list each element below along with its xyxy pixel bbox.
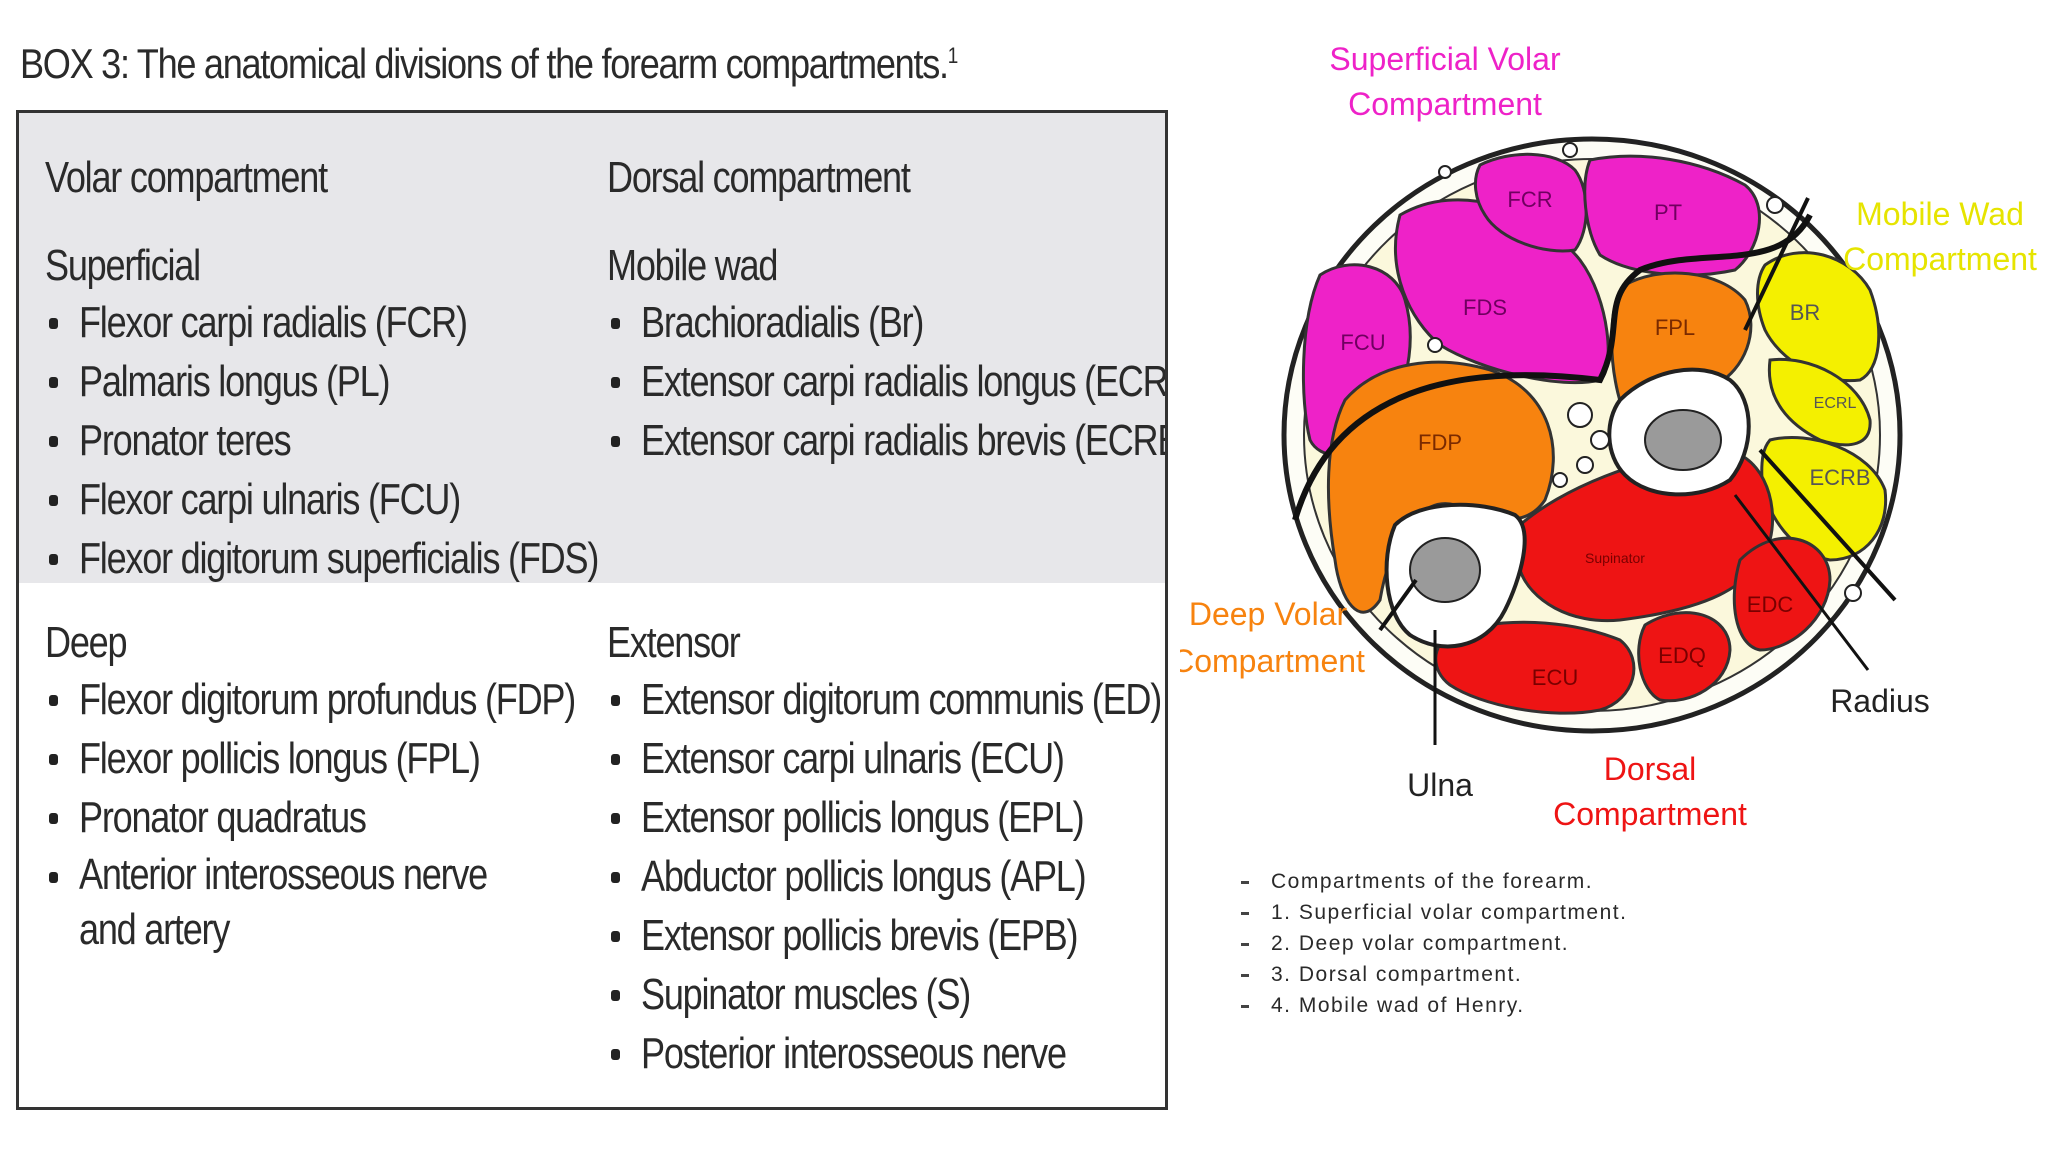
- label-ecu: ECU: [1532, 665, 1578, 690]
- muscle-edc: [1732, 536, 1832, 652]
- list-item: Anterior interosseous nerve and artery: [45, 847, 585, 959]
- list-item: Compartments of the forearm.: [1235, 868, 1655, 896]
- label-edc: EDC: [1747, 592, 1794, 617]
- list-item: 2. Deep volar compartment.: [1235, 930, 1655, 958]
- label-fdp: FDP: [1418, 430, 1462, 455]
- list-item: Flexor digitorum profundus (FDP): [45, 670, 585, 729]
- label-edq: EDQ: [1658, 643, 1706, 668]
- forearm-cross-section-diagram: FCR PT FDS FCU FPL FDP BR ECRL ECRB Supi…: [1180, 41, 2037, 832]
- list-item: Pronator quadratus: [45, 788, 585, 847]
- muscle-ecrl: [1767, 357, 1872, 447]
- label-superficial-volar-1: Superficial Volar: [1329, 41, 1561, 77]
- list-item: 3. Dorsal compartment.: [1235, 961, 1655, 989]
- list-item: Flexor carpi radialis (FCR): [45, 293, 585, 352]
- mobile-wad-label: Mobile wad: [607, 241, 778, 290]
- list-item: Flexor pollicis longus (FPL): [45, 729, 585, 788]
- list-item: 1. Superficial volar compartment.: [1235, 899, 1655, 927]
- deep-list: Flexor digitorum profundus (FDP) Flexor …: [45, 670, 585, 959]
- mobile-wad-line-bottom: [1758, 448, 1897, 602]
- muscle-edq: [1637, 611, 1732, 703]
- box-shaded-top: [19, 113, 1165, 583]
- list-item: Extensor pollicis brevis (EPB): [607, 906, 1147, 965]
- extensor-label: Extensor: [607, 618, 741, 667]
- list-item: Supinator muscles (S): [607, 965, 1147, 1024]
- label-deep-volar-1: Deep Volar: [1189, 596, 1348, 632]
- list-item: Pronator teres: [45, 411, 585, 470]
- muscle-fcr: [1473, 152, 1588, 253]
- compartments-box: Volar compartment Superficial Flexor car…: [16, 110, 1168, 1110]
- box-title: BOX 3: The anatomical divisions of the f…: [20, 40, 959, 88]
- list-item: Extensor carpi ulnaris (ECU): [607, 729, 1147, 788]
- dorsal-bottom-cell: Extensor Extensor digitorum communis (ED…: [607, 618, 1162, 1083]
- list-item: Extensor carpi radialis longus (ECRL): [607, 352, 1165, 411]
- muscle-ecu: [1434, 620, 1636, 715]
- ulna-marrow: [1409, 537, 1481, 603]
- label-ulna: Ulna: [1407, 767, 1473, 803]
- label-pt: PT: [1654, 200, 1682, 225]
- dorsal-heading: Dorsal compartment: [607, 153, 911, 202]
- label-mobile-wad-1: Mobile Wad: [1856, 196, 2024, 232]
- list-item: Brachioradialis (Br): [607, 293, 1147, 352]
- superficial-list: Flexor carpi radialis (FCR) Palmaris lon…: [45, 293, 599, 588]
- deep-volar-line: [1378, 578, 1418, 632]
- label-fds: FDS: [1463, 295, 1507, 320]
- label-radius: Radius: [1830, 683, 1930, 719]
- list-item: Extensor digitorum communis (ED): [607, 670, 1162, 729]
- label-fpl: FPL: [1655, 315, 1695, 340]
- label-dorsal-2: Compartment: [1553, 796, 1747, 832]
- label-ecrb: ECRB: [1809, 465, 1870, 490]
- box-title-text: BOX 3: The anatomical divisions of the f…: [20, 40, 949, 87]
- volar-heading: Volar compartment: [45, 153, 328, 202]
- mobile-wad-line-top: [1743, 197, 1810, 331]
- label-superficial-volar-2: Compartment: [1348, 86, 1542, 122]
- label-mobile-wad-2: Compartment: [1843, 241, 2037, 277]
- volar-bottom-cell: Deep Flexor digitorum profundus (FDP) Fl…: [45, 618, 585, 959]
- list-item: Abductor pollicis longus (APL): [607, 847, 1147, 906]
- radius-pointer: [1733, 494, 1870, 671]
- box-title-ref: 1: [947, 43, 959, 68]
- list-item: Extensor carpi radialis brevis (ECRB): [607, 411, 1165, 470]
- label-fcu: FCU: [1340, 330, 1385, 355]
- list-item: Palmaris longus (PL): [45, 352, 585, 411]
- notes-list: Compartments of the forearm. 1. Superfic…: [1235, 868, 1655, 1023]
- list-item: Flexor digitorum superficialis (FDS): [45, 529, 599, 588]
- muscle-br: [1756, 251, 1881, 383]
- list-item: Flexor carpi ulnaris (FCU): [45, 470, 585, 529]
- list-item: Posterior interosseous nerve: [607, 1024, 1147, 1083]
- list-item: Extensor pollicis longus (EPL): [607, 788, 1147, 847]
- label-br: BR: [1790, 300, 1821, 325]
- volar-fascia-line: [1292, 213, 1813, 521]
- muscle-pt: [1583, 154, 1761, 277]
- vessels: [1427, 142, 1862, 602]
- superficial-label: Superficial: [45, 241, 201, 290]
- dorsal-top-cell: Dorsal compartment Mobile wad Brachiorad…: [607, 153, 1165, 470]
- volar-top-cell: Volar compartment Superficial Flexor car…: [45, 153, 599, 588]
- radius-marrow: [1644, 409, 1722, 471]
- list-item: 4. Mobile wad of Henry.: [1235, 992, 1655, 1020]
- mobile-wad-list: Brachioradialis (Br) Extensor carpi radi…: [607, 293, 1165, 470]
- label-fcr: FCR: [1507, 187, 1552, 212]
- label-ecrl: ECRL: [1814, 395, 1857, 412]
- label-deep-volar-2: Compartment: [1180, 643, 1365, 679]
- label-supinator: Supinator: [1585, 550, 1645, 566]
- deep-label: Deep: [45, 618, 128, 667]
- label-dorsal-1: Dorsal: [1604, 751, 1696, 787]
- extensor-list: Extensor digitorum communis (ED) Extenso…: [607, 670, 1162, 1083]
